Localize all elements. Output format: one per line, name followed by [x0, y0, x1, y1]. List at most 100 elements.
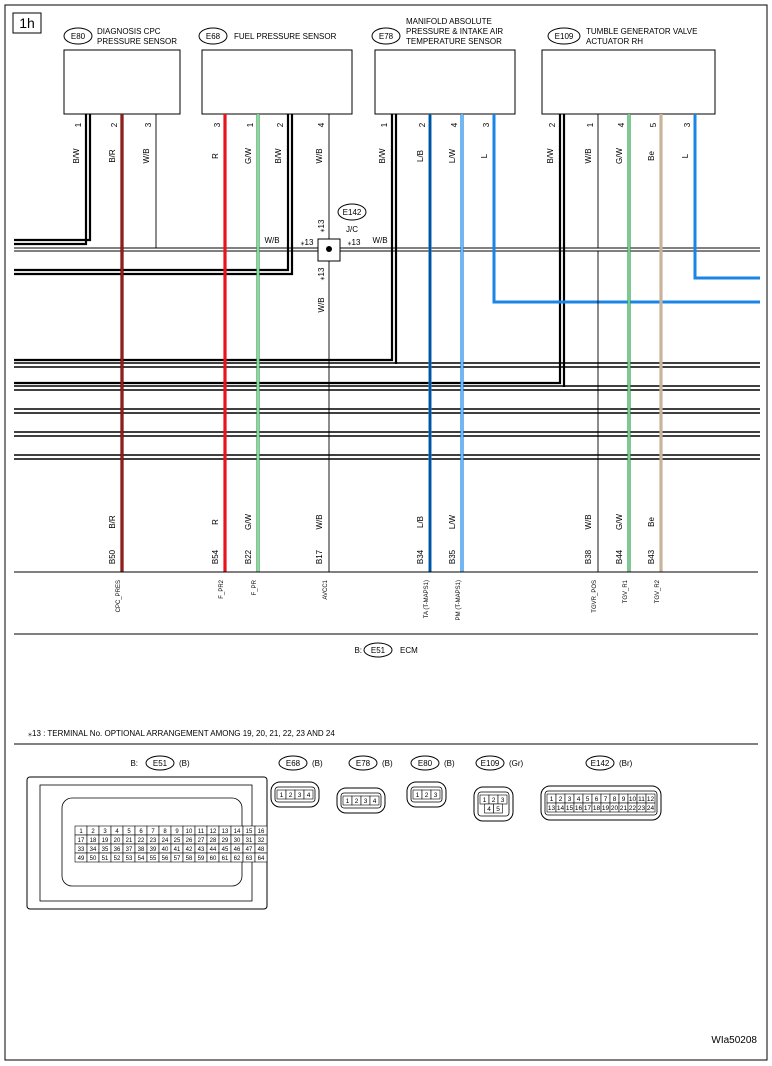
ecm-pin-number: B38 — [584, 549, 593, 564]
connector-id: E51 — [153, 759, 168, 768]
connector-pin: 17 — [78, 838, 85, 844]
component-body — [374, 49, 516, 115]
pin-number: 2 — [276, 122, 285, 127]
component-e80: E80 DIAGNOSIS CPC PRESSURE SENSOR — [63, 27, 181, 115]
joint-id: E142 — [343, 208, 362, 217]
connector-pin: 64 — [258, 856, 265, 862]
connector-pin: 54 — [138, 856, 145, 862]
ecm-signal-name: F_PR — [252, 579, 258, 595]
joint-connector-e142: E142 J/C ⁎13 ⁎13 W/B W/B ⁎13 ⁎13 W/B — [264, 203, 388, 313]
connector-pin: 1 — [550, 796, 554, 803]
connector-pin: 21 — [126, 838, 133, 844]
pin-wire-code: B/W — [72, 148, 81, 164]
connector-pin: 15 — [246, 829, 253, 835]
component-name-line: TUMBLE GENERATOR VALVE — [586, 27, 697, 36]
pin-number: 2 — [418, 122, 427, 127]
pin-labels: 1B/W2B/R3W/B3R1G/W2B/W4W/B1B/W2L/B4L/W3L… — [72, 122, 692, 164]
connector-pin: 3 — [298, 792, 302, 799]
ecm-terminal-labels: B/RB50CPC_PRESRB54F_PR2G/WB22F_PRW/BB17A… — [108, 514, 661, 621]
ecm-title: B: E51 ECM — [354, 642, 418, 658]
ecm-signal-name: TA (T-MAPS1) — [424, 580, 430, 618]
connector-pin: 3 — [568, 796, 572, 803]
component-id: E80 — [71, 32, 86, 41]
connector-pin: 18 — [90, 838, 97, 844]
connector-pin: 10 — [186, 829, 193, 835]
connector-pin: 17 — [584, 805, 592, 812]
pin-wire-code: B/R — [108, 149, 117, 163]
connector-color: (B) — [444, 759, 455, 768]
ecm-signal-name: TGV_R2 — [655, 579, 661, 603]
ecm-wire-code: B/R — [108, 515, 117, 529]
ecm-wire-code: R — [211, 519, 220, 525]
connector-pin: 20 — [611, 805, 619, 812]
pin-wire-code: L — [681, 153, 690, 158]
connector-color: (B) — [179, 759, 190, 768]
connector-pin: 2 — [559, 796, 563, 803]
blue-l-runs — [492, 114, 760, 304]
connector-pin: 56 — [162, 856, 169, 862]
connector-pin: 34 — [90, 847, 97, 853]
ecm-signal-name: PM (T-MAPS1) — [456, 580, 462, 620]
joint-note-mark: ⁎13 — [317, 267, 326, 280]
connector-pin: 9 — [175, 829, 179, 835]
connector-pin: 1 — [416, 792, 420, 799]
connector-pin: 18 — [593, 805, 601, 812]
connector-pin: 57 — [174, 856, 181, 862]
figure-id: WIa50208 — [711, 1035, 757, 1046]
ecm-pin-number: B35 — [448, 549, 457, 564]
connector-pin: 24 — [647, 805, 655, 812]
component-name-line: ACTUATOR RH — [586, 37, 643, 46]
ecm-signal-name: TGVR_POS — [592, 580, 598, 613]
connector-pin: 58 — [186, 856, 193, 862]
ecm-pin-number: B44 — [615, 549, 624, 564]
component-name-line: TEMPERATURE SENSOR — [406, 37, 502, 46]
pin-wire-code: B/W — [378, 148, 387, 164]
ecm-signal-name: AVCC1 — [323, 579, 329, 599]
connector-prefix: B: — [130, 759, 138, 768]
footnote: ⁎13 : TERMINAL No. OPTIONAL ARRANGEMENT … — [28, 729, 335, 738]
page-label-box — [12, 12, 42, 34]
connector-pin: 44 — [210, 847, 217, 853]
pin-number: 4 — [450, 122, 459, 127]
component-id: E68 — [206, 32, 221, 41]
connector-pin: 5 — [586, 796, 590, 803]
connector-color: (Br) — [619, 759, 633, 768]
connector-pin: 3 — [364, 798, 368, 805]
component-name-line: MANIFOLD ABSOLUTE — [406, 17, 492, 26]
pin-number: 3 — [144, 122, 153, 127]
ecm-signal-name: F_PR2 — [219, 579, 225, 598]
component-name-line: DIAGNOSIS CPC — [97, 27, 161, 36]
pin-number: 1 — [246, 122, 255, 127]
connector-pin: 32 — [258, 838, 265, 844]
connector-pin: 12 — [647, 796, 655, 803]
pin-number: 5 — [649, 122, 658, 127]
connector-pin: 63 — [246, 856, 253, 862]
connector-pin: 14 — [234, 829, 241, 835]
pin-number: 3 — [683, 122, 692, 127]
connector-pin: 9 — [622, 796, 626, 803]
connector-pin: 5 — [496, 806, 500, 813]
ecm-wire-code: Be — [647, 517, 656, 527]
connector-id: E80 — [418, 759, 433, 768]
connector-id: E78 — [356, 759, 371, 768]
connector-color: (B) — [382, 759, 393, 768]
connector-pin: 7 — [151, 829, 155, 835]
connector-pin: 14 — [557, 805, 565, 812]
connector-pin: 20 — [114, 838, 121, 844]
connector-pin: 15 — [566, 805, 574, 812]
connector-pin: 24 — [162, 838, 169, 844]
connector-pin: 48 — [258, 847, 265, 853]
pin-wire-code: B/W — [546, 148, 555, 164]
pin-number: 1 — [380, 122, 389, 127]
connector-pin: 8 — [163, 829, 167, 835]
connector-pin: 61 — [222, 856, 229, 862]
component-body — [63, 49, 181, 115]
connector-pin: 2 — [492, 797, 496, 804]
connector-color: (B) — [312, 759, 323, 768]
joint-wire-label: W/B — [317, 297, 326, 312]
connector-pin: 6 — [139, 829, 143, 835]
